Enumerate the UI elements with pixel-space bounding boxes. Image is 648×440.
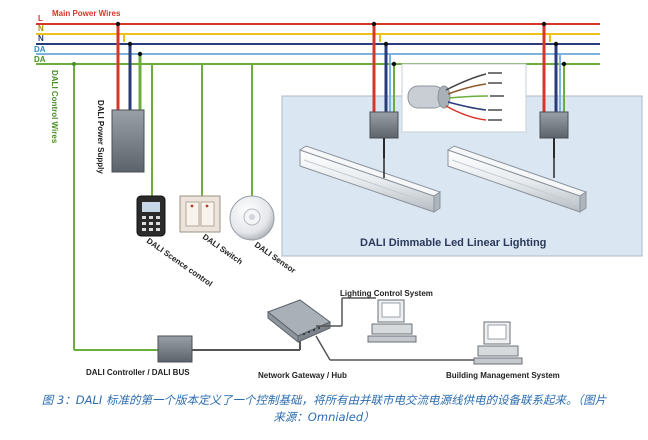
scene-control-device <box>136 64 166 237</box>
led-fixture-1 <box>298 145 442 213</box>
wire-label-n1: N <box>38 24 44 33</box>
power-supply-label: DALI Power Supply <box>96 100 105 174</box>
network-gateway <box>267 297 478 361</box>
lighting-control-computer <box>367 299 417 343</box>
switch-device <box>179 64 221 233</box>
lighting-system-label: Lighting Control System <box>340 289 433 298</box>
scene-control-label: DALI Scence control <box>145 236 214 288</box>
control-wires-label: DALI Control Wires <box>50 70 59 144</box>
bus-title: Main Power Wires <box>52 9 121 18</box>
dali-control-wire <box>72 62 160 351</box>
wire-label-l: L <box>38 14 43 23</box>
sensor-device <box>229 64 275 241</box>
led-fixture-2 <box>446 145 588 213</box>
dali-controller <box>157 334 301 363</box>
wire-label-da1: DA <box>34 45 46 54</box>
figure-caption: 图 3：DALI 标准的第一个版本定义了一个控制基础，将所有由并联市电交流电源线… <box>10 392 638 426</box>
wire-label-da2: DA <box>34 55 46 64</box>
bms-computer <box>473 321 523 365</box>
light-driver-1 <box>369 21 399 158</box>
main-power-bus <box>36 23 600 65</box>
gateway-label: Network Gateway / Hub <box>258 371 347 380</box>
switch-label: DALI Switch <box>201 232 244 266</box>
controller-label: DALI Controller / DALI BUS <box>86 368 190 377</box>
caption-line-2: 来源：Omnialed） <box>273 410 375 424</box>
light-driver-2 <box>539 21 569 158</box>
wire-label-n2: N <box>38 34 44 43</box>
cable-detail-inset <box>401 63 527 133</box>
caption-line-1: 图 3：DALI 标准的第一个版本定义了一个控制基础，将所有由并联市电交流电源线… <box>41 393 607 407</box>
bms-label: Building Management System <box>446 371 560 380</box>
power-supply-box <box>111 109 145 173</box>
panel-title: DALI Dimmable Led Linear Lighting <box>360 237 546 249</box>
power-supply <box>111 21 145 173</box>
